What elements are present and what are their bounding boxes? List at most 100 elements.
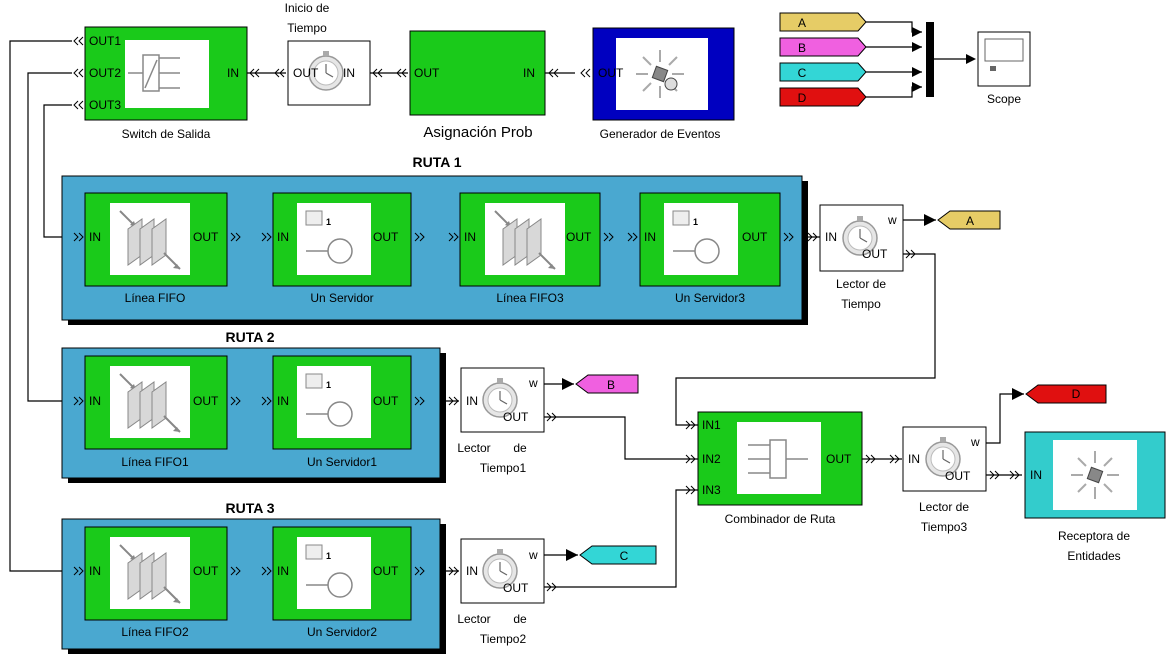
port-out: OUT xyxy=(945,469,971,483)
un-servidor3-block[interactable]: 1 IN OUT Un Servidor3 xyxy=(639,192,781,305)
port-in: IN xyxy=(908,452,920,466)
port-out: OUT xyxy=(373,564,399,578)
port-chevrons xyxy=(73,36,1020,592)
port-out: OUT xyxy=(862,247,888,261)
goto-tag-a-top[interactable]: A xyxy=(779,12,867,32)
port-in: IN xyxy=(277,230,289,244)
server-badge: 1 xyxy=(693,217,698,227)
receptora-de-entidades-block[interactable]: IN Receptora de Entidades xyxy=(1024,431,1166,563)
linea-fifo1-block[interactable]: IN OUT Línea FIFO1 xyxy=(84,355,228,469)
tag-label: B xyxy=(798,41,806,55)
port-in: IN xyxy=(464,230,476,244)
lector-de-tiempo1-block[interactable]: IN w OUT Lector de Tiempo1 xyxy=(457,367,545,475)
ruta-2-title: RUTA 2 xyxy=(226,329,275,345)
server-badge: 1 xyxy=(326,380,331,390)
generador-de-eventos-block[interactable]: OUT Generador de Eventos xyxy=(592,27,735,141)
inicio-de-tiempo-block[interactable]: OUT IN Inicio de Tiempo xyxy=(285,1,371,106)
goto-tag-b[interactable]: B xyxy=(575,374,639,394)
linea-fifo2-block[interactable]: IN OUT Línea FIFO2 xyxy=(84,526,228,639)
port-in: IN xyxy=(89,230,101,244)
asignacion-prob-block[interactable]: OUT IN Asignación Prob xyxy=(409,30,546,141)
port-in3: IN3 xyxy=(702,483,721,497)
tag-label: D xyxy=(1072,387,1081,401)
block-label-line2: Tiempo xyxy=(287,21,327,35)
scope-block[interactable]: Scope xyxy=(977,31,1031,106)
ruta-3-title: RUTA 3 xyxy=(226,500,275,516)
tag-label: C xyxy=(798,66,807,80)
block-label-line1: Inicio de xyxy=(285,1,330,15)
un-servidor1-block[interactable]: 1 IN OUT Un Servidor1 xyxy=(272,355,412,469)
lector-de-tiempo3-block[interactable]: IN w OUT Lector de Tiempo3 xyxy=(902,426,987,534)
block-label: Generador de Eventos xyxy=(600,127,721,141)
goto-tag-b-top[interactable]: B xyxy=(779,37,867,57)
block-label: Switch de Salida xyxy=(122,127,211,141)
goto-tag-a[interactable]: A xyxy=(937,210,1001,230)
port-out: OUT xyxy=(293,66,319,80)
port-w: w xyxy=(970,435,980,449)
port-out: OUT xyxy=(826,452,852,466)
block-label-line2: Tiempo3 xyxy=(921,520,968,534)
mux-block[interactable] xyxy=(926,22,934,97)
port-in: IN xyxy=(466,564,478,578)
block-label: Combinador de Ruta xyxy=(725,512,836,526)
tag-label: A xyxy=(966,214,974,228)
block-label: Un Servidor xyxy=(310,291,373,305)
port-in: IN xyxy=(644,230,656,244)
port-out2: OUT2 xyxy=(89,66,121,80)
port-out: OUT xyxy=(193,394,219,408)
port-in: IN xyxy=(89,564,101,578)
port-out: OUT xyxy=(503,410,529,424)
port-out: OUT xyxy=(193,230,219,244)
port-w: w xyxy=(528,376,538,390)
port-out: OUT xyxy=(193,564,219,578)
goto-tag-d[interactable]: D xyxy=(1025,384,1107,404)
tag-label: B xyxy=(607,378,615,392)
port-in2: IN2 xyxy=(702,452,721,466)
block-label-line2: de xyxy=(513,441,527,455)
linea-fifo-block[interactable]: IN OUT Línea FIFO xyxy=(84,192,228,305)
block-label: Línea FIFO3 xyxy=(496,291,564,305)
goto-tag-d-top[interactable]: D xyxy=(779,87,867,107)
server-badge: 1 xyxy=(326,217,331,227)
tag-label: C xyxy=(620,549,629,563)
port-out: OUT xyxy=(373,394,399,408)
goto-tag-c[interactable]: C xyxy=(579,545,657,565)
block-label-line1: Lector xyxy=(457,612,490,626)
port-w: w xyxy=(887,213,897,227)
block-label: Asignación Prob xyxy=(423,124,532,141)
block-label-line2: de xyxy=(513,612,527,626)
block-label-line2: Tiempo xyxy=(841,297,881,311)
port-out1: OUT1 xyxy=(89,34,121,48)
un-servidor2-block[interactable]: 1 IN OUT Un Servidor2 xyxy=(272,526,412,639)
combinador-de-ruta-block[interactable]: IN1 IN2 IN3 OUT Combinador de Ruta xyxy=(697,411,863,526)
goto-tag-c-top[interactable]: C xyxy=(779,62,867,82)
port-in: IN xyxy=(227,66,239,80)
block-label-line1: Lector de xyxy=(836,277,886,291)
port-out: OUT xyxy=(414,66,440,80)
block-label: Línea FIFO xyxy=(125,291,186,305)
ruta-1-title: RUTA 1 xyxy=(413,154,462,170)
block-label: Línea FIFO1 xyxy=(121,455,189,469)
port-in1: IN1 xyxy=(702,418,721,432)
port-w: w xyxy=(528,548,538,562)
lector-de-tiempo2-block[interactable]: IN w OUT Lector de Tiempo2 xyxy=(457,538,545,646)
block-label-line3: Tiempo1 xyxy=(480,461,527,475)
linea-fifo3-block[interactable]: IN OUT Línea FIFO3 xyxy=(459,192,601,305)
port-out: OUT xyxy=(742,230,768,244)
switch-de-salida-block[interactable]: OUT1 OUT2 OUT3 IN Switch de Salida xyxy=(84,26,248,141)
block-label-line3: Tiempo2 xyxy=(480,632,527,646)
un-servidor-block[interactable]: 1 IN OUT Un Servidor xyxy=(272,192,412,305)
block-label: Scope xyxy=(987,92,1021,106)
block-label: Línea FIFO2 xyxy=(121,625,189,639)
block-label: Un Servidor3 xyxy=(675,291,745,305)
block-label-line2: Entidades xyxy=(1067,549,1120,563)
tag-label: A xyxy=(798,16,806,30)
port-out: OUT xyxy=(598,66,624,80)
block-label-line1: Lector xyxy=(457,441,490,455)
lector-de-tiempo-block[interactable]: IN w OUT Lector de Tiempo xyxy=(819,204,904,311)
port-in: IN xyxy=(89,394,101,408)
port-out: OUT xyxy=(566,230,592,244)
port-out: OUT xyxy=(373,230,399,244)
block-label-line1: Receptora de xyxy=(1058,529,1130,543)
